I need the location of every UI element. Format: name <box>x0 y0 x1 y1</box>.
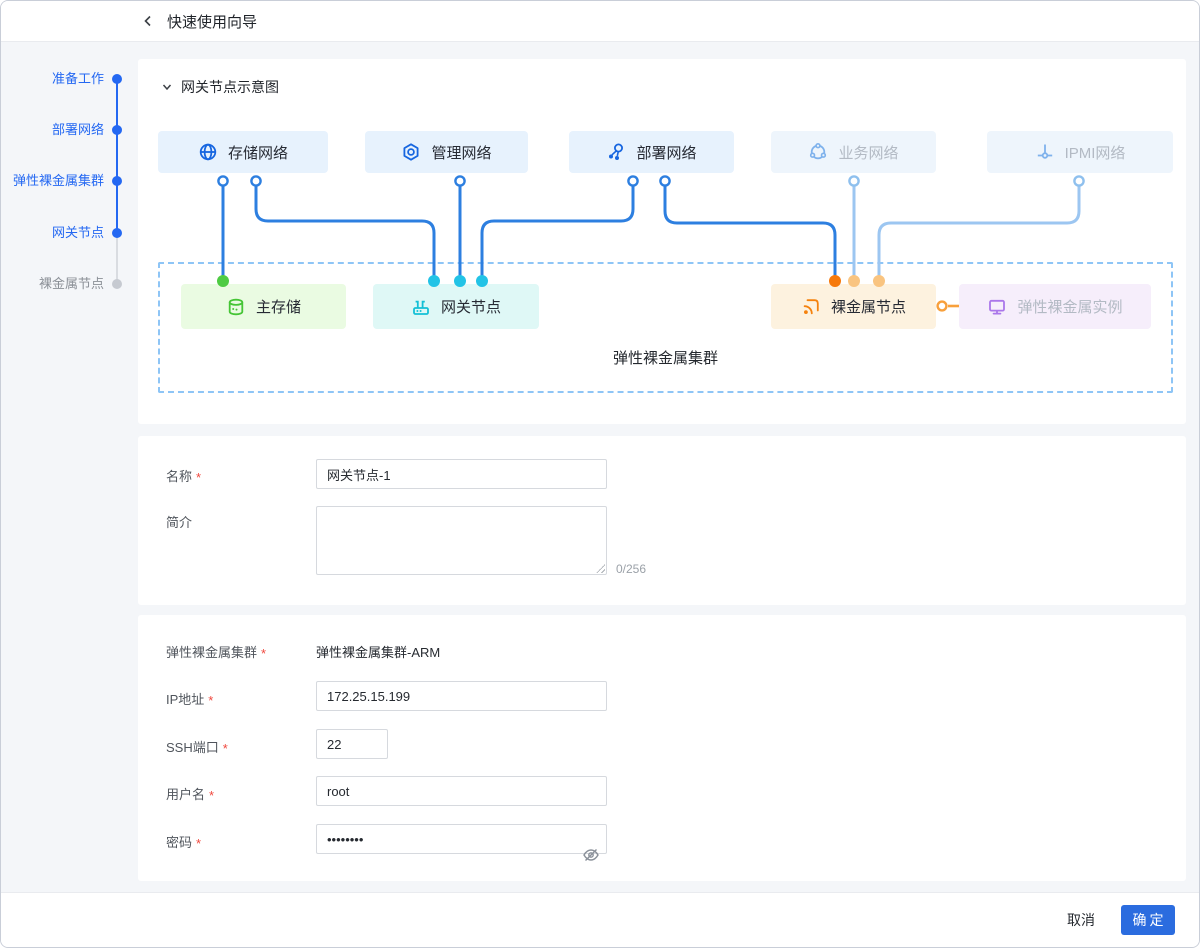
back-button[interactable] <box>141 14 155 28</box>
stepper-item-prepare[interactable]: 准备工作 <box>51 71 104 86</box>
page-title: 快速使用向导 <box>167 13 258 31</box>
monitor-icon <box>989 299 1006 315</box>
cluster-label-field: 弹性裸金属集群* <box>166 645 267 661</box>
required-mark: * <box>222 741 228 756</box>
password-label: 密码* <box>166 835 202 851</box>
settings-hexagon-icon <box>403 143 419 161</box>
node-label: 网关节点 <box>440 299 501 316</box>
node-label: 裸金属节点 <box>830 299 906 316</box>
ssh-port-label: SSH端口* <box>166 740 228 756</box>
required-mark: * <box>261 646 267 661</box>
header: 快速使用向导 <box>1 1 1199 42</box>
diagram-section-title: 网关节点示意图 <box>181 79 279 95</box>
ssh-port-input[interactable] <box>316 729 388 759</box>
stepper-dot <box>112 228 122 238</box>
name-input[interactable] <box>316 459 607 489</box>
network-label: 管理网络 <box>431 144 492 162</box>
stepper-dot <box>112 176 122 186</box>
node-box-primary-storage: 主存储 <box>181 284 346 329</box>
cancel-button[interactable]: 取消 <box>1067 912 1095 928</box>
basic-info-card: 名称* 简介 0/256 <box>138 436 1186 605</box>
stepper-item-baremetal-node[interactable]: 裸金属节点 <box>38 276 104 291</box>
network-box-storage: 存储网络 <box>158 131 328 173</box>
stepper-line-done <box>116 79 118 234</box>
network-box-business: 业务网络 <box>771 131 936 173</box>
cluster-value: 弹性裸金属集群-ARM <box>316 645 441 660</box>
cluster-nodes-icon <box>609 143 624 160</box>
network-label: 存储网络 <box>227 144 288 162</box>
network-label: IPMI网络 <box>1064 144 1126 162</box>
stepper-item-gateway-node[interactable]: 网关节点 <box>51 225 104 240</box>
globe-icon <box>199 143 217 161</box>
service-network-icon <box>810 143 827 160</box>
rss-signal-icon <box>803 298 819 314</box>
chevron-down-icon <box>162 84 172 91</box>
router-icon <box>413 300 429 315</box>
network-box-deployment: 部署网络 <box>569 131 734 173</box>
ip-input[interactable] <box>316 681 607 711</box>
network-box-management: 管理网络 <box>365 131 528 173</box>
description-textarea[interactable] <box>316 506 607 575</box>
required-mark: * <box>209 788 215 803</box>
username-input[interactable] <box>316 776 607 806</box>
stepper-line-pending <box>116 234 118 285</box>
username-label: 用户名* <box>166 787 215 803</box>
database-icon <box>228 298 244 315</box>
node-label: 弹性裸金属实例 <box>1017 299 1123 316</box>
network-label: 业务网络 <box>838 144 899 162</box>
stepper-item-deploy-network[interactable]: 部署网络 <box>51 122 104 137</box>
cluster-label: 弹性裸金属集群 <box>612 350 718 367</box>
gateway-node-diagram: 存储网络 管理网络 部署网络 <box>138 59 1186 424</box>
network-box-ipmi: IPMI网络 <box>987 131 1173 173</box>
confirm-button[interactable]: 确定 <box>1121 905 1175 935</box>
required-mark: * <box>196 836 202 851</box>
stepper-dot <box>112 74 122 84</box>
ipmi-junction-icon <box>1037 144 1052 159</box>
network-label: 部署网络 <box>636 144 697 162</box>
ip-label: IP地址* <box>166 692 214 708</box>
wizard-stepper: 准备工作 部署网络 弹性裸金属集群 网关节点 裸金属节点 <box>1 42 138 362</box>
node-label: 主存储 <box>255 299 301 316</box>
stepper-item-elastic-cluster[interactable]: 弹性裸金属集群 <box>12 173 104 188</box>
stepper-dot <box>112 279 122 289</box>
name-label: 名称* <box>166 469 202 485</box>
chevron-left-icon <box>144 15 151 27</box>
diagram-section-toggle[interactable]: 网关节点示意图 <box>161 77 279 97</box>
char-counter: 0/256 <box>616 562 647 576</box>
node-box-gateway-node: 网关节点 <box>373 284 539 329</box>
required-mark: * <box>208 693 214 708</box>
node-box-baremetal-node: 裸金属节点 <box>771 284 936 329</box>
node-box-elastic-instance: 弹性裸金属实例 <box>959 284 1151 329</box>
password-input[interactable] <box>316 824 607 854</box>
footer-actions: 取消 确定 <box>1 892 1199 947</box>
eye-off-icon[interactable] <box>582 846 600 864</box>
stepper-dot <box>112 125 122 135</box>
required-mark: * <box>196 470 202 485</box>
diagram-card: 网关节点示意图 存储网络 管理网络 <box>138 59 1186 424</box>
description-label: 简介 <box>166 515 193 530</box>
connection-card: 弹性裸金属集群* 弹性裸金属集群-ARM IP地址* SSH端口* 用户名* 密… <box>138 615 1186 881</box>
